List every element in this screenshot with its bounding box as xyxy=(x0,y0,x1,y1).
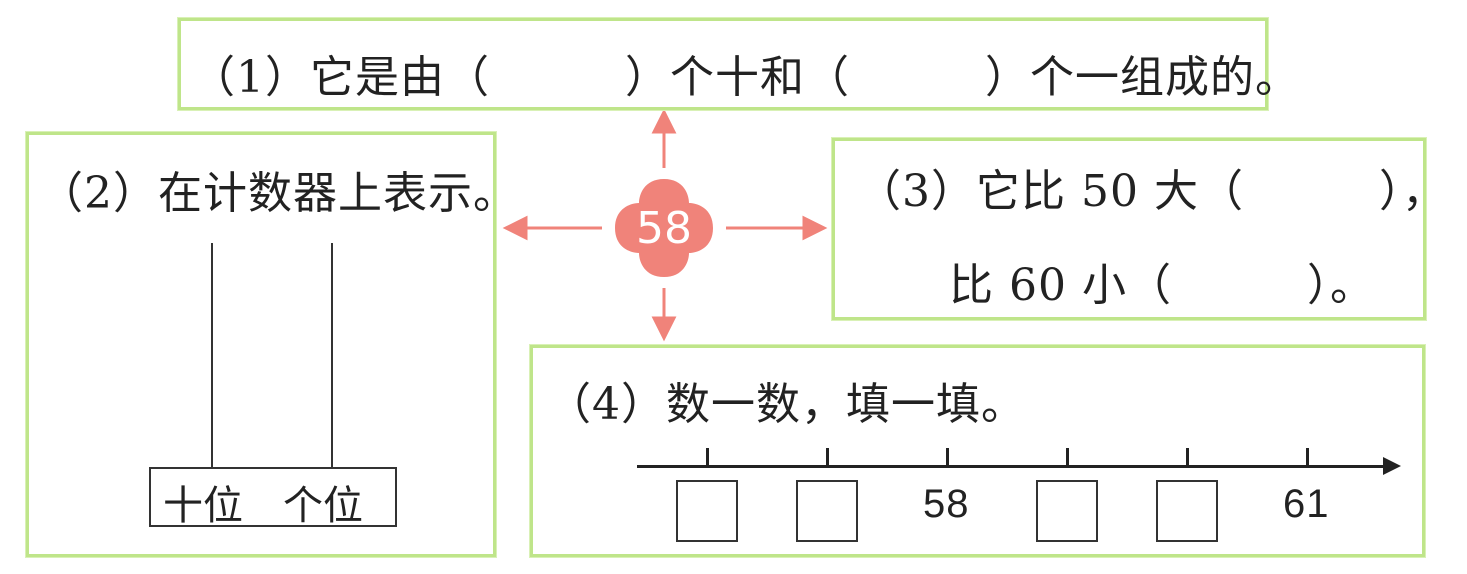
arrow-up-head xyxy=(651,108,677,134)
question-3-line-1: （3）它比 50 大（ ）， xyxy=(857,166,1447,217)
ones-place-label: 个位 xyxy=(283,483,363,529)
question-1-box: （1）它是由（ ）个十和（ ）个一组成的。 xyxy=(178,18,1299,110)
number-line-tick xyxy=(1186,448,1189,466)
number-line-arrow-icon xyxy=(1383,457,1401,475)
number-line-blank-box[interactable] xyxy=(676,480,738,542)
question-3-box: （3）它比 50 大（ ）， 比 60 小（ ）。 xyxy=(832,138,1446,320)
center-number: 58 xyxy=(636,202,692,254)
number-line-tick xyxy=(1306,448,1309,466)
question-2-text: （2）在计数器上表示。 xyxy=(39,168,518,219)
number-line-axis xyxy=(637,465,1387,468)
tens-place-label: 十位 xyxy=(163,483,243,529)
number-line-tick xyxy=(946,448,949,466)
center-number-badge: 58 xyxy=(609,173,719,283)
flower-badge-icon xyxy=(615,179,713,277)
number-line-label: 61 xyxy=(1283,482,1330,526)
arrow-right-head xyxy=(802,215,828,241)
question-2-box: （2）在计数器上表示。 十位 个位 xyxy=(26,132,517,557)
counter-rod-ones[interactable] xyxy=(331,243,333,468)
arrow-down-head xyxy=(651,316,677,342)
question-1-text: （1）它是由（ ）个十和（ ）个一组成的。 xyxy=(191,52,1300,103)
counter-rod-tens[interactable] xyxy=(211,243,213,468)
number-line-blank-box[interactable] xyxy=(796,480,858,542)
number-line-blank-box[interactable] xyxy=(1156,480,1218,542)
number-line-label: 58 xyxy=(923,482,970,526)
number-line-tick xyxy=(1066,448,1069,466)
abacus-counter-base: 十位 个位 xyxy=(149,467,397,529)
number-line-tick xyxy=(706,448,709,466)
question-4-text: （4）数一数，填一填。 xyxy=(547,379,1026,430)
question-4-box: （4）数一数，填一填。 58 61 xyxy=(530,345,1425,557)
arrow-left-head xyxy=(502,215,528,241)
question-3-line-2: 比 60 小（ ）。 xyxy=(949,260,1375,311)
number-line-blank-box[interactable] xyxy=(1036,480,1098,542)
number-line-tick xyxy=(826,448,829,466)
